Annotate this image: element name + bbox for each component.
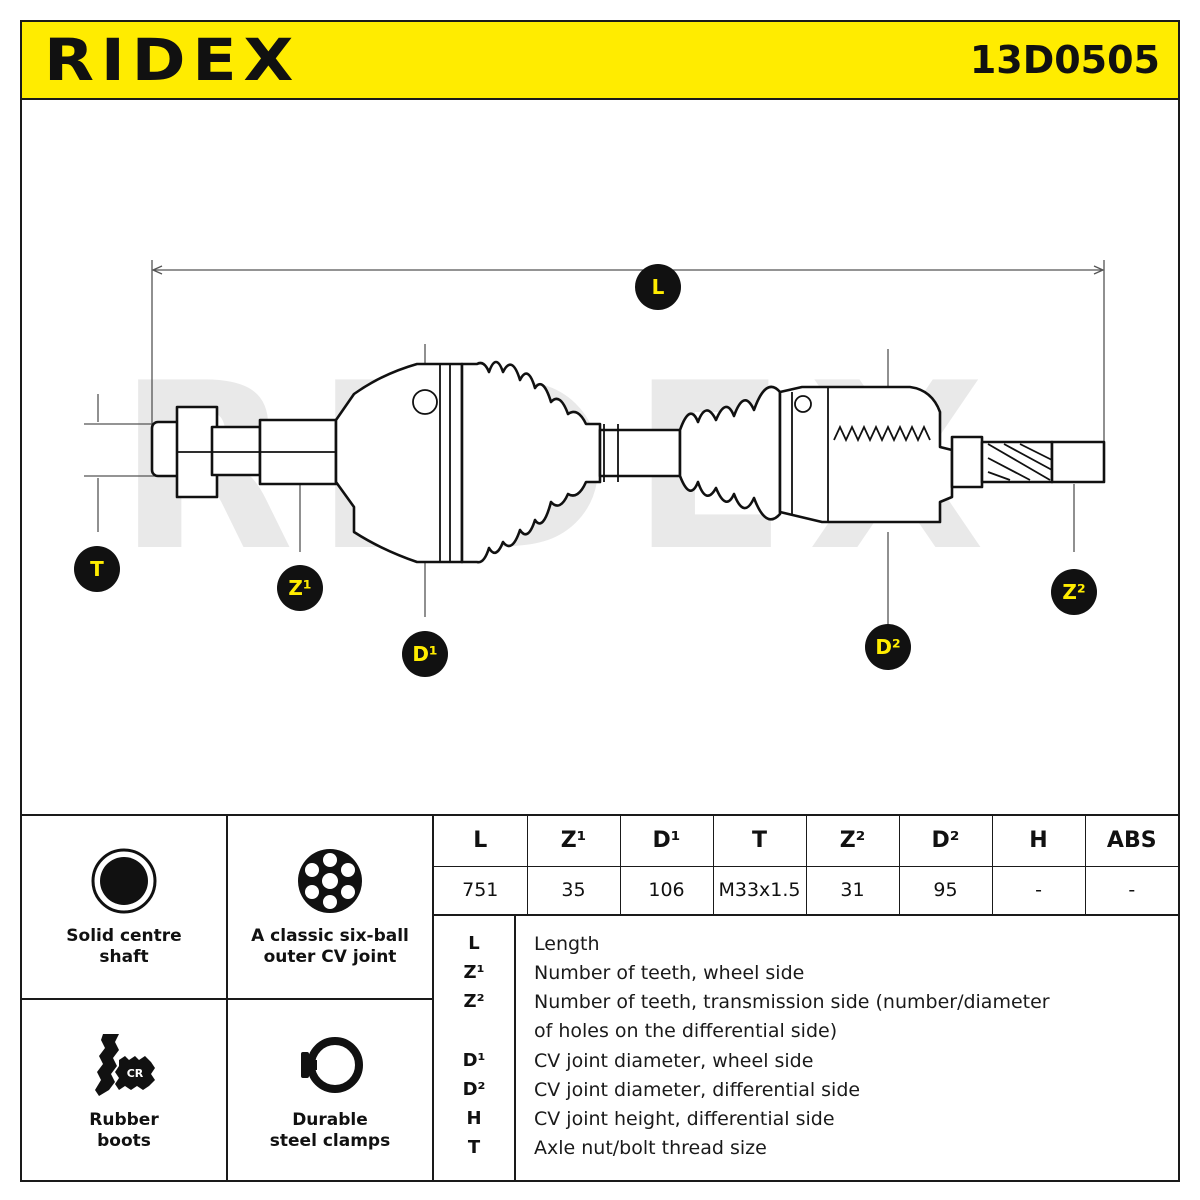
legend-item: Z² Number of teeth, transmission side (n… [434,988,1178,1017]
legend-item: of holes on the differential side) [434,1017,1178,1046]
drive-shaft-diagram: RIDEX [22,102,1178,814]
shaft-details [177,364,1053,562]
rubber-boot-icon: CR [95,1034,155,1096]
feature-rubber-boots: CR Rubber boots [22,1000,228,1182]
product-sheet: RIDEX 13D0505 RIDEX [20,20,1180,1182]
header-bar: RIDEX 13D0505 [22,22,1178,100]
feature-steel-clamps: Durable steel clamps [228,1000,434,1182]
feature-label: Solid centre shaft [66,926,182,967]
spec-header-T: T [713,816,807,867]
spec-value-Z2: 31 [806,866,900,914]
legend-divider [514,916,516,1182]
part-number: 13D0505 [969,38,1160,82]
legend: L Length Z¹ Number of teeth, wheel side … [434,916,1178,1182]
legend-text: CV joint height, differential side [534,1108,835,1130]
feature-label: Durable steel clamps [269,1110,391,1151]
label-badge-L: L [635,264,681,310]
spec-header-D1: D¹ [620,816,714,867]
legend-item: H CV joint height, differential side [434,1105,1178,1134]
legend-symbol: T [467,1137,481,1158]
spec-header-Z2: Z² [806,816,900,867]
boot-icon-text: CR [127,1067,144,1080]
spec-value-L: 751 [434,866,528,914]
label-badge-T: T [74,546,120,592]
legend-text: Axle nut/bolt thread size [534,1137,767,1159]
label-badge-Z2: Z² [1051,569,1097,615]
clamp-icon [301,1037,363,1093]
solid-shaft-icon [91,848,157,914]
spec-value-D2: 95 [899,866,993,914]
spec-value-row: 751 35 106 M33x1.5 31 95 - - [434,866,1178,914]
label-D1-text: D¹ [412,642,437,666]
six-ball-joint-icon [298,849,362,913]
feature-label: Rubber boots [89,1110,159,1151]
legend-item: D² CV joint diameter, differential side [434,1076,1178,1105]
legend-text: CV joint diameter, wheel side [534,1050,814,1072]
legend-symbol: L [468,933,480,954]
spec-header-Z1: Z¹ [527,816,621,867]
label-Z2-text: Z² [1062,580,1085,604]
spec-value-ABS: - [1128,879,1136,902]
label-T-text: T [90,557,104,581]
spec-header-D2: D² [899,816,993,867]
legend-symbol: Z² [463,991,485,1012]
spec-header-L: L [434,816,528,867]
label-L-text: L [652,275,665,299]
spec-value-T: M33x1.5 [713,866,807,914]
legend-item: L Length [434,930,1178,959]
spec-header-ABS: ABS [1085,816,1178,867]
legend-symbol: D² [462,1079,486,1100]
feature-label: A classic six-ball outer CV joint [251,926,409,967]
label-badge-Z1: Z¹ [277,565,323,611]
legend-item: Z¹ Number of teeth, wheel side [434,959,1178,988]
spec-header-row: L Z¹ D¹ T Z² D² H ABS [434,816,1178,867]
legend-item: D¹ CV joint diameter, wheel side [434,1047,1178,1076]
spec-value-H: - [992,866,1086,914]
label-D2-text: D² [875,635,900,659]
spec-header-H: H [992,816,1086,867]
legend-item: T Axle nut/bolt thread size [434,1134,1178,1163]
legend-text: Length [534,933,600,955]
label-badge-D2: D² [865,624,911,670]
spec-value-D1: 106 [620,866,714,914]
feature-solid-shaft: Solid centre shaft [22,816,228,1000]
feature-six-ball-joint: A classic six-ball outer CV joint [228,816,434,1000]
legend-symbol: H [466,1108,482,1129]
legend-symbol: D¹ [462,1050,486,1071]
legend-text: Number of teeth, transmission side (numb… [534,991,1050,1013]
info-section: Solid centre shaft A classic six-ball ou… [22,814,1178,1182]
label-badge-D1: D¹ [402,631,448,677]
legend-symbol: Z¹ [463,962,485,983]
spec-value-Z1: 35 [527,866,621,914]
spec-table: L Z¹ D¹ T Z² D² H ABS 751 35 106 [434,816,1178,916]
brand-logo: RIDEX [44,26,301,94]
label-Z1-text: Z¹ [288,576,311,600]
legend-text: CV joint diameter, differential side [534,1079,861,1101]
legend-text: of holes on the differential side) [534,1020,838,1042]
legend-text: Number of teeth, wheel side [534,962,805,984]
diagram-svg: RIDEX [74,260,1106,677]
